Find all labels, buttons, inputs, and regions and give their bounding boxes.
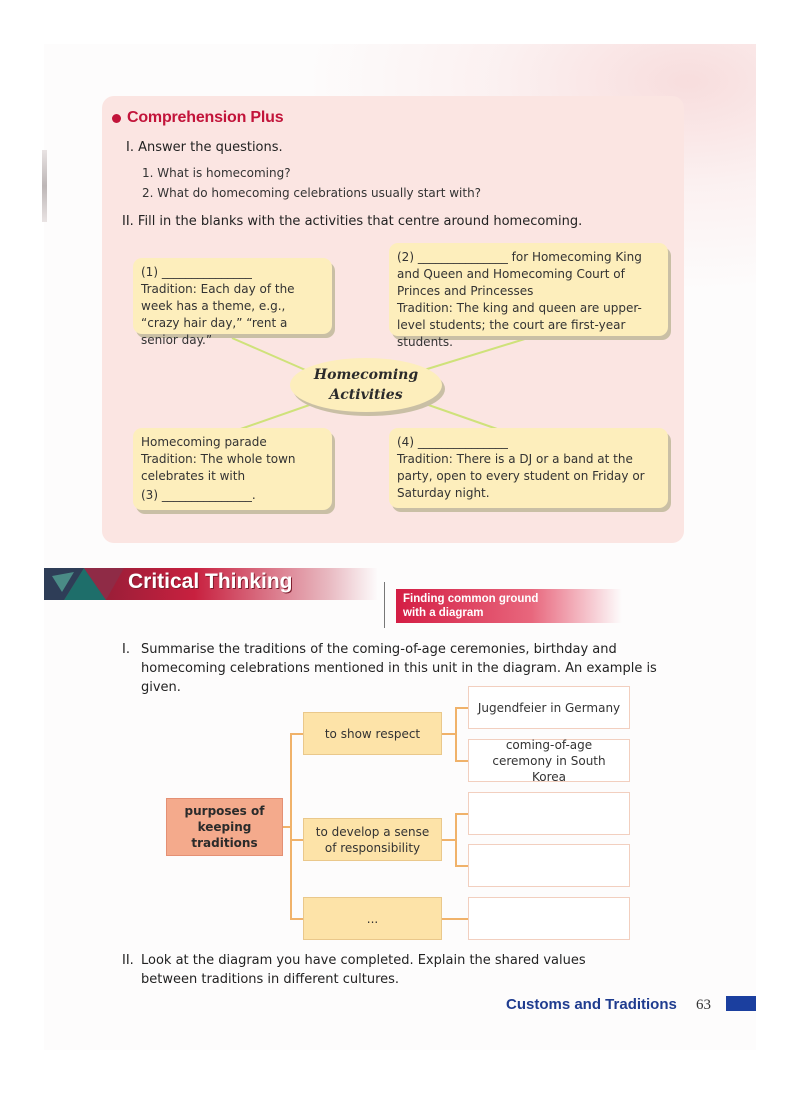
connector <box>455 707 457 761</box>
connector <box>290 733 304 735</box>
bubble-3-blank: (3) _______________. <box>141 488 256 502</box>
mindmap-bubble-3: Homecoming parade Tradition: The whole t… <box>133 428 332 510</box>
part1-heading: I. Answer the questions. <box>126 140 283 155</box>
bubble-4-blank: (4) _______________ <box>397 435 508 449</box>
connector <box>290 733 292 919</box>
branch-more: ... <box>303 897 442 940</box>
bubble-3-title: Homecoming parade <box>141 435 267 449</box>
leaf-blank-1[interactable] <box>468 792 630 835</box>
connector <box>441 918 469 920</box>
leaf-blank-3[interactable] <box>468 897 630 940</box>
connector <box>455 865 469 867</box>
connector <box>441 733 456 735</box>
banner-triangles-icon <box>44 568 124 600</box>
page-number: 63 <box>696 997 711 1013</box>
connector <box>282 826 290 828</box>
comprehension-title: Comprehension Plus <box>127 109 284 126</box>
center-line-1: Homecoming <box>313 367 419 383</box>
page-marker-bar <box>726 996 756 1011</box>
mindmap-center: Homecoming Activities <box>290 358 442 412</box>
instruction-2-number: II. <box>122 953 134 968</box>
bubble-2-tradition: Tradition: The king and queen are upper-… <box>397 301 642 349</box>
bubble-1-tradition: Tradition: Each day of the week has a th… <box>141 282 295 347</box>
leaf-korea-ceremony: coming-of-age ceremony in South Korea <box>468 738 630 784</box>
leaf-jugendfeier: Jugendfeier in Germany <box>468 686 630 729</box>
branch-develop-responsibility: to develop a sense of responsibility <box>303 818 442 861</box>
question-2: 2. What do homecoming celebrations usual… <box>142 186 482 200</box>
critical-thinking-title: Critical Thinking <box>128 570 293 593</box>
connector <box>290 918 304 920</box>
question-1: 1. What is homecoming? <box>142 166 291 180</box>
page-edge-strip <box>42 150 47 222</box>
instruction-2: Look at the diagram you have completed. … <box>141 953 586 987</box>
center-line-2: Activities <box>329 387 403 403</box>
connector <box>455 707 469 709</box>
connector <box>455 813 457 866</box>
skill-tag-line-2: with a diagram <box>403 607 484 619</box>
connector <box>290 839 304 841</box>
root-line-2: keeping traditions <box>191 820 258 850</box>
section-bullet-icon <box>112 114 121 123</box>
footer-unit-title: Customs and Traditions <box>506 996 677 1013</box>
mindmap-bubble-1: (1) _______________ Tradition: Each day … <box>133 258 332 347</box>
mindmap-bubble-4: (4) _______________ Tradition: There is … <box>389 428 668 508</box>
bubble-1-blank: (1) _______________ <box>141 265 252 279</box>
instruction-1-number: I. <box>122 642 130 657</box>
mindmap-bubble-2: (2) _______________ for Homecoming King … <box>389 243 668 349</box>
bubble-3-tradition: Tradition: The whole town celebrates it … <box>141 452 296 483</box>
connector <box>455 813 469 815</box>
instruction-1: Summarise the traditions of the coming-o… <box>141 642 657 695</box>
skill-tag-line-1: Finding common ground <box>403 593 539 605</box>
leaf-blank-2[interactable] <box>468 844 630 887</box>
banner-divider <box>384 582 385 628</box>
diagram-root: purposes of keeping traditions <box>166 798 283 856</box>
part2-heading: II. Fill in the blanks with the activiti… <box>122 214 583 229</box>
skill-tag-text: Finding common ground with a diagram <box>403 592 538 620</box>
branch-show-respect: to show respect <box>303 712 442 755</box>
connector <box>455 760 469 762</box>
skill-tag <box>396 589 622 623</box>
bubble-2-blank: (2) _______________ for Homecoming King … <box>397 250 642 298</box>
connector <box>441 839 456 841</box>
bubble-4-tradition: Tradition: There is a DJ or a band at th… <box>397 452 645 500</box>
root-line-1: purposes of <box>184 804 265 818</box>
